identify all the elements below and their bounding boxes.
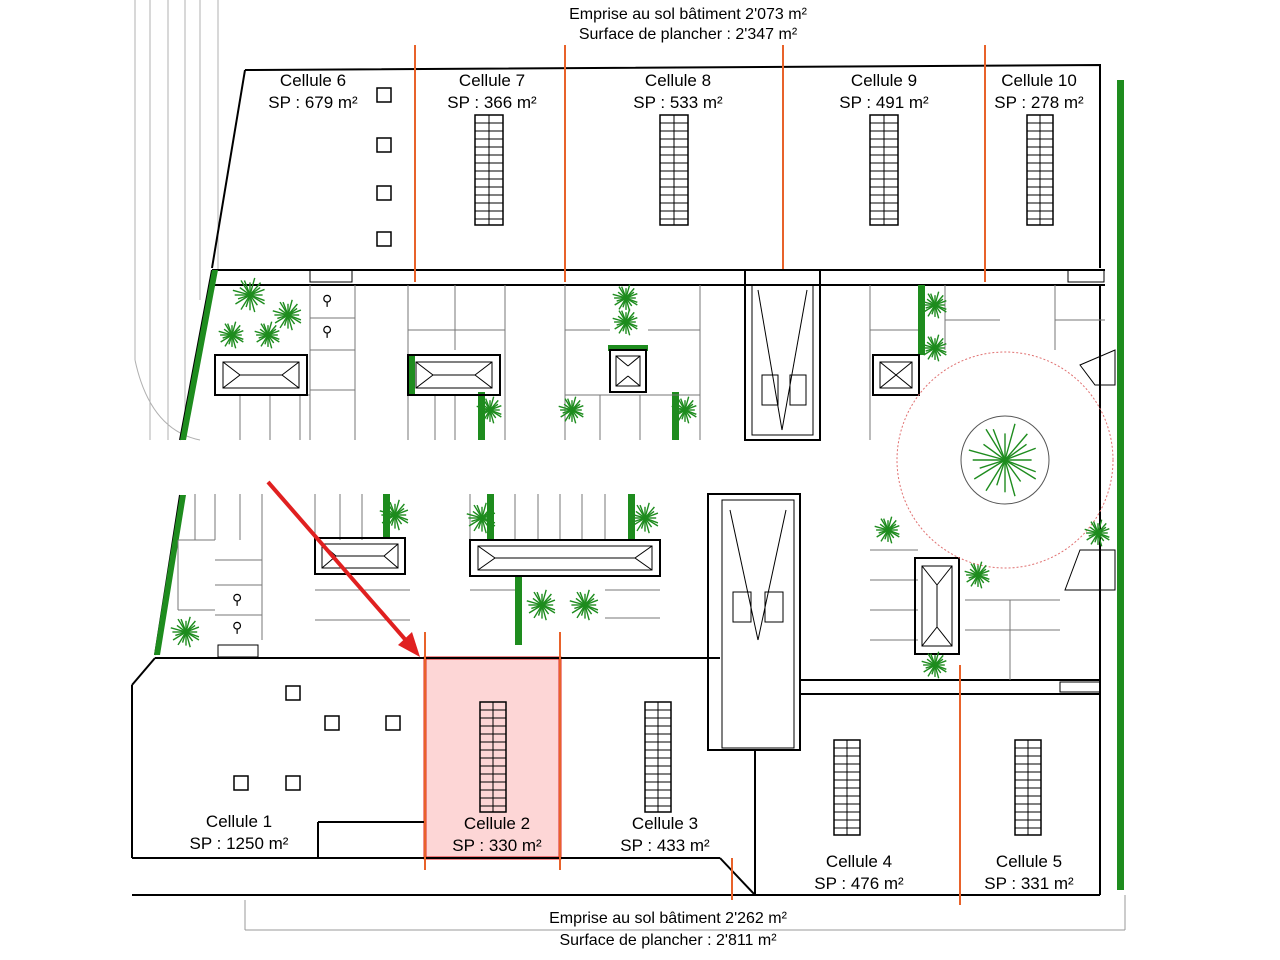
- cell-name: Cellule 3: [631, 814, 699, 833]
- tree-icon: [476, 396, 502, 424]
- svg-text:⚲: ⚲: [232, 620, 242, 636]
- stair-icon: [479, 701, 507, 813]
- tree-icon: [629, 502, 659, 534]
- tree-icon: [558, 396, 584, 424]
- bike-icons: ⚲ ⚲ ⚲ ⚲: [232, 293, 332, 636]
- cell-area: SP : 476 m²: [814, 874, 904, 893]
- cell-name: Cellule 8: [644, 71, 712, 90]
- cell-name: Cellule 10: [1001, 71, 1077, 90]
- cell-area: SP : 331 m²: [984, 874, 1074, 893]
- small-icons: [217, 87, 1105, 791]
- cell-name: Cellule 6: [279, 71, 347, 90]
- cell-9-label: Cellule 9 SP : 491 m²: [839, 70, 928, 114]
- cell-area: SP : 491 m²: [839, 93, 929, 112]
- partitions: [414, 45, 986, 905]
- svg-text:⚲: ⚲: [232, 592, 242, 608]
- svg-text:⚲: ⚲: [322, 293, 332, 309]
- tree-icon: [466, 502, 496, 534]
- tree-icon: [232, 277, 265, 313]
- footer-footprint: Emprise au sol bâtiment 2'262 m²: [549, 910, 787, 927]
- cell-4-label: Cellule 4 SP : 476 m²: [814, 851, 903, 895]
- stairs: [474, 114, 1054, 836]
- planters: [214, 349, 1116, 655]
- cell-8-label: Cellule 8 SP : 533 m²: [633, 70, 722, 114]
- cell-area: SP : 1250 m²: [189, 834, 289, 853]
- cell-1-label: Cellule 1 SP : 1250 m²: [190, 811, 289, 855]
- cell-area: SP : 433 m²: [620, 836, 710, 855]
- cell-10-label: Cellule 10 SP : 278 m²: [994, 70, 1083, 114]
- tree-icon: [612, 284, 638, 312]
- cell-6-label: Cellule 6 SP : 679 m²: [268, 70, 357, 114]
- hedges: [154, 80, 1124, 890]
- arrow-icon: [266, 480, 420, 657]
- stair-icon: [474, 114, 504, 226]
- parking-top: [215, 285, 1105, 440]
- tree-icon: [272, 299, 302, 331]
- tree-icon: [1084, 519, 1110, 547]
- cell-name: Cellule 5: [995, 852, 1063, 871]
- tree-icon: [379, 499, 409, 531]
- tree-icon: [874, 516, 900, 544]
- cell-area: SP : 366 m²: [447, 93, 537, 112]
- road: [134, 0, 219, 441]
- trees: [170, 277, 1110, 679]
- cell-area: SP : 679 m²: [268, 93, 358, 112]
- stair-icon: [869, 114, 899, 226]
- stair-icon: [644, 701, 672, 813]
- stair-icon: [1026, 114, 1054, 226]
- cell-name: Cellule 7: [458, 71, 526, 90]
- tree-icon: [921, 291, 947, 319]
- cell-name: Cellule 2: [463, 814, 531, 833]
- cell-7-label: Cellule 7 SP : 366 m²: [447, 70, 536, 114]
- cell-area: SP : 278 m²: [994, 93, 1084, 112]
- footer-floor-area: Surface de plancher : 2'811 m²: [559, 932, 777, 949]
- cell-5-label: Cellule 5 SP : 331 m²: [984, 851, 1073, 895]
- stair-icon: [833, 739, 861, 836]
- cell-name: Cellule 1: [205, 812, 273, 831]
- ramps: [707, 269, 821, 751]
- tree-icon: [218, 321, 244, 349]
- cell-area: SP : 330 m²: [452, 836, 542, 855]
- cell-2-label[interactable]: Cellule 2 SP : 330 m²: [452, 813, 541, 857]
- tree-icon: [921, 651, 947, 679]
- tree-icon: [671, 396, 697, 424]
- cell-area: SP : 533 m²: [633, 93, 723, 112]
- tree-icon: [526, 589, 556, 621]
- cell-3-label: Cellule 3 SP : 433 m²: [620, 813, 709, 857]
- tree-icon: [921, 334, 947, 362]
- cell-name: Cellule 4: [825, 852, 893, 871]
- stair-icon: [1014, 739, 1042, 836]
- tree-icon: [968, 423, 1037, 497]
- tree-icon: [170, 616, 200, 648]
- tree-icon: [254, 321, 280, 349]
- parking-bottom: [177, 494, 1060, 680]
- roundabout: [896, 351, 1114, 569]
- cell-name: Cellule 9: [850, 71, 918, 90]
- svg-text:⚲: ⚲: [322, 324, 332, 340]
- header-footprint: Emprise au sol bâtiment 2'073 m²: [569, 6, 807, 23]
- tree-icon: [612, 308, 638, 336]
- tree-icon: [569, 589, 599, 621]
- stair-icon: [659, 114, 689, 226]
- header-floor-area: Surface de plancher : 2'347 m²: [578, 26, 798, 43]
- tree-icon: [964, 561, 990, 589]
